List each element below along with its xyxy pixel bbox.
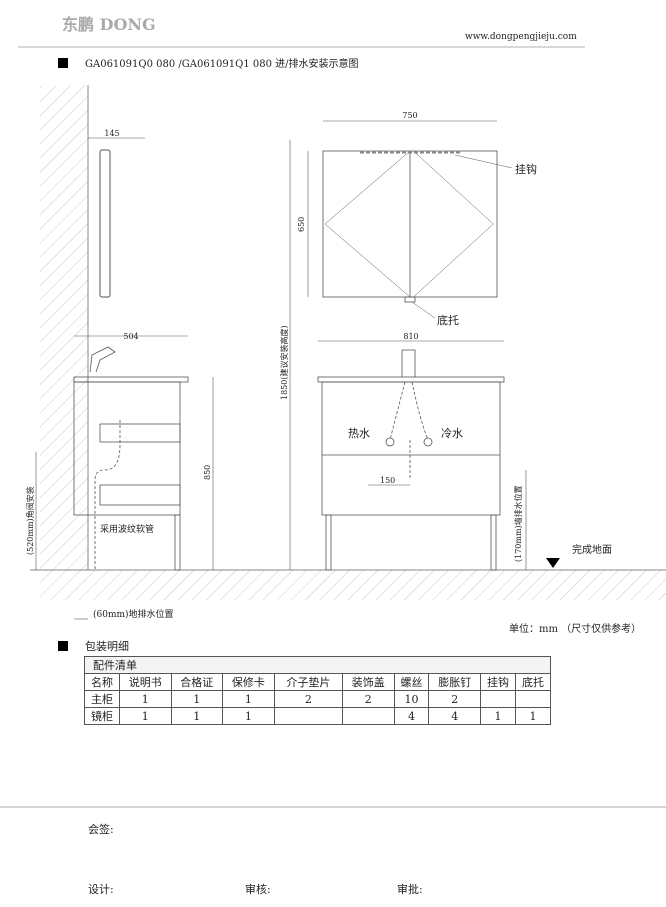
- cell: [514, 690, 552, 708]
- design-label: 设计:: [88, 883, 114, 896]
- cell: 4: [428, 707, 482, 725]
- approve-label: 审批:: [397, 882, 423, 896]
- column-header: 名称: [84, 673, 120, 691]
- column-header: 说明书: [118, 673, 172, 691]
- wall-drain-label: (170mm)墙排水位置: [513, 485, 523, 562]
- unit-note: 单位：mm （尺寸仅供参考）: [509, 622, 641, 635]
- column-header: 合格证: [170, 673, 224, 691]
- review-label: 审核:: [245, 882, 271, 896]
- cell: 2: [428, 690, 482, 708]
- hook-label: 挂钩: [515, 162, 537, 176]
- brand-logo: 东鹏 DONG: [62, 15, 156, 34]
- packing-section-title: 包装明细: [85, 640, 129, 653]
- cell: 2: [273, 690, 343, 708]
- cell: 1: [480, 707, 516, 725]
- table-row: 主柜 1 1 1 2 2 10 2: [84, 690, 552, 708]
- cell: 1: [222, 690, 275, 708]
- cell: 1: [222, 707, 275, 725]
- floor-drain-label: (60mm)地排水位置: [93, 608, 174, 620]
- cold-water-label: 冷水: [441, 427, 463, 440]
- mirror-side-view: [88, 137, 145, 298]
- bracket-label: 底托: [437, 313, 459, 327]
- column-header: 挂钩: [480, 673, 516, 691]
- cell: [341, 707, 395, 725]
- finished-floor-label: 完成地面: [572, 543, 612, 556]
- dim-mirror-width: 750: [402, 111, 417, 120]
- cell: 1: [118, 707, 172, 725]
- angle-valve-label: (520mm)角阀安装: [25, 486, 35, 555]
- cell: 1: [170, 707, 224, 725]
- column-header: 螺丝: [393, 673, 430, 691]
- table-header-row: 名称 说明书 合格证 保修卡 介子垫片 装饰盖 螺丝 膨胀钉 挂钩 底托: [84, 673, 552, 691]
- table-row: 镜柜 1 1 1 4 4 1 1: [84, 707, 552, 725]
- dim-cabinet-height: 850: [203, 465, 212, 480]
- cell: 1: [118, 690, 172, 708]
- cell: 主柜: [84, 690, 120, 708]
- column-header: 介子垫片: [273, 673, 343, 691]
- drawing-title: GA061091Q0 080 /GA061091Q1 080 进/排水安装示意图: [85, 57, 359, 70]
- dim-mirror-depth: 145: [104, 129, 119, 138]
- mirror-front-view: [307, 120, 513, 319]
- cell: 10: [393, 690, 430, 708]
- cell: [273, 707, 343, 725]
- cabinet-side-view: [35, 335, 214, 620]
- column-header: 底托: [514, 673, 552, 691]
- website: www.dongpengjieju.com: [465, 32, 577, 42]
- wall-hatch: [40, 85, 88, 570]
- cell: 1: [170, 690, 224, 708]
- bullet-icon: [58, 641, 68, 651]
- countersign-label: 会签:: [88, 822, 114, 836]
- column-header: 膨胀钉: [428, 673, 482, 691]
- dim-mirror-height: 650: [297, 217, 306, 232]
- cell: 1: [514, 707, 552, 725]
- cabinet-front-view: [317, 340, 527, 571]
- floor-level-icon: [546, 558, 560, 568]
- cell: 4: [393, 707, 430, 725]
- dim-cabinet-depth: 504: [123, 332, 138, 341]
- parts-table-title: 配件清单: [84, 656, 551, 674]
- bellows-hose-label: 采用波纹软管: [100, 523, 154, 535]
- bullet-icon: [58, 58, 68, 68]
- dim-cabinet-width: 810: [403, 332, 418, 341]
- cell: 镜柜: [84, 707, 120, 725]
- cell: 2: [341, 690, 395, 708]
- dim-valve-spacing: 150: [380, 476, 395, 485]
- parts-table: 配件清单 名称 说明书 合格证 保修卡 介子垫片 装饰盖 螺丝 膨胀钉 挂钩 底…: [84, 656, 552, 725]
- floor-hatch: [40, 570, 666, 600]
- hot-water-label: 热水: [348, 427, 370, 440]
- column-header: 装饰盖: [341, 673, 395, 691]
- cell: [480, 690, 516, 708]
- dim-install-height: 1850(建议安装高度): [279, 325, 289, 400]
- column-header: 保修卡: [222, 673, 275, 691]
